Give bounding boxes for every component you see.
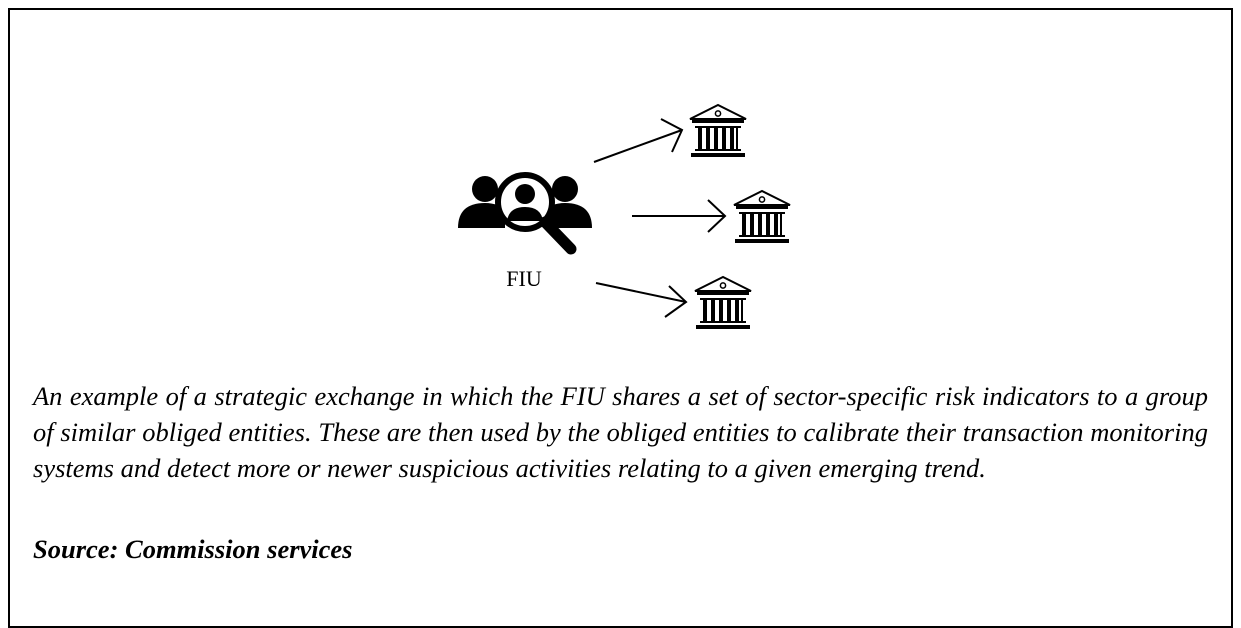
exchange-diagram	[458, 104, 791, 330]
figure-caption: An example of a strategic exchange in wh…	[33, 381, 1208, 483]
arrow-to-entity-1	[593, 118, 684, 163]
investigator-group-magnifier-icon	[458, 172, 592, 255]
bank-building-icon	[733, 190, 791, 244]
bank-building-icon	[689, 104, 747, 158]
bank-building-icon	[694, 276, 752, 330]
fiu-label: FIU	[506, 266, 542, 291]
arrow-to-entity-3	[595, 282, 688, 318]
arrow-to-entity-2	[632, 199, 727, 233]
figure-source: Source: Commission services	[33, 534, 353, 564]
